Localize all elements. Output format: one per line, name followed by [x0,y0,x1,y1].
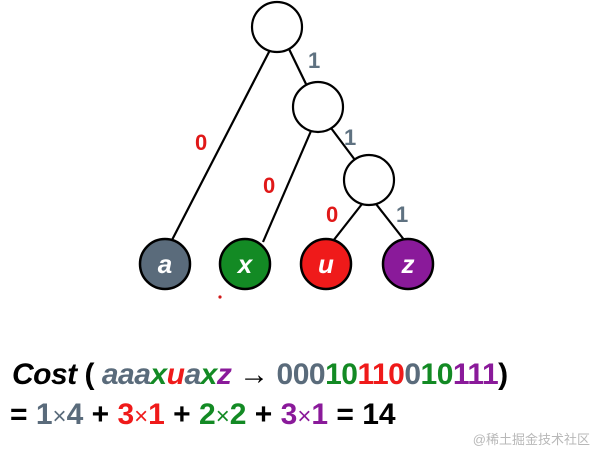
string-char-a: a [101,358,119,391]
internal-nodes [250,0,396,207]
code-segment-x: 10 [325,358,358,391]
times-sign: × [297,403,312,430]
equals-sign: = [10,398,36,431]
open-paren: ( [84,358,95,391]
watermark: @稀土掘金技术社区 [472,432,590,447]
term-length: 2 [229,398,247,431]
cost-label: Cost [12,358,77,391]
term-length: 1 [311,398,329,431]
leaf-label: u [318,249,334,279]
equals-sign: = [328,398,363,431]
leaf-node-a: a [138,237,192,291]
term-length: 4 [66,398,84,431]
cost-term-u: 3×1 [117,398,164,431]
cost-term-x: 2×2 [199,398,246,431]
edge-n3-z [375,203,406,242]
code-segment-x: 10 [420,358,454,391]
code-segment-a: 0 [308,358,326,391]
edge-label-zero: 0 [326,202,338,227]
cost-term-a: 1×4 [36,398,83,431]
encoded-bits: 00010110010111 [277,358,499,391]
close-paren: ) [498,358,508,391]
tree-edges [171,48,406,243]
edge-label-zero: 0 [195,130,207,155]
cost-term-z: 3×1 [281,398,328,431]
internal-node-n3 [342,153,396,207]
total-cost: 14 [362,398,396,431]
edge-n2-n3 [330,127,356,161]
times-sign: × [52,403,67,430]
edge-n3-u [332,203,363,242]
string-char-a: a [184,358,201,391]
cost-line: Cost ( aaaxuaxz → 00010110010111) [12,358,508,392]
internal-node-root [250,0,304,54]
edge-root-a [171,49,271,241]
term-count: 3 [280,398,298,431]
edge-root-n2 [288,48,307,85]
edge-labels: 1 0 1 0 0 1 [195,48,408,227]
leaf-label: x [236,249,254,279]
string-char-x: x [150,358,167,391]
string-char-u: u [166,358,185,391]
times-sign: × [134,403,149,430]
term-count: 3 [117,398,135,431]
stray-dot [218,295,222,299]
string-char-z: z [216,358,232,391]
term-count: 2 [199,398,216,431]
cost-sum-line: = 1×4 + 3×1 + 2×2 + 3×1 = 14 [10,398,396,432]
edge-n2-x [261,130,313,243]
leaf-node-u: u [299,237,353,291]
plus-sign: + [83,398,118,431]
input-string: aaaxuaxz [101,358,232,391]
huffman-tree: a x u z 1 0 1 0 0 1 [138,0,435,299]
string-char-x: x [200,358,218,391]
leaf-node-x: x [218,237,272,291]
edge-label-one: 1 [396,202,408,227]
string-char-a: a [118,358,135,391]
edge-label-one: 1 [308,48,320,73]
times-sign: × [215,403,230,430]
code-segment-u: 110 [357,358,405,391]
term-length: 1 [148,398,165,431]
code-segment-a: 0 [292,358,310,391]
plus-sign: + [164,398,200,431]
leaf-label: z [401,249,415,279]
edge-label-one: 1 [344,125,356,150]
edge-label-zero: 0 [263,173,275,198]
plus-sign: + [246,398,281,431]
arrow-icon: → [239,358,269,391]
code-segment-a: 0 [276,358,294,391]
term-count: 1 [35,398,53,431]
string-char-a: a [134,358,151,391]
leaf-label: a [158,249,172,279]
code-segment-a: 0 [404,358,421,391]
internal-node-n2 [291,80,345,134]
code-segment-z: 111 [452,358,499,391]
leaf-node-z: z [381,237,435,291]
